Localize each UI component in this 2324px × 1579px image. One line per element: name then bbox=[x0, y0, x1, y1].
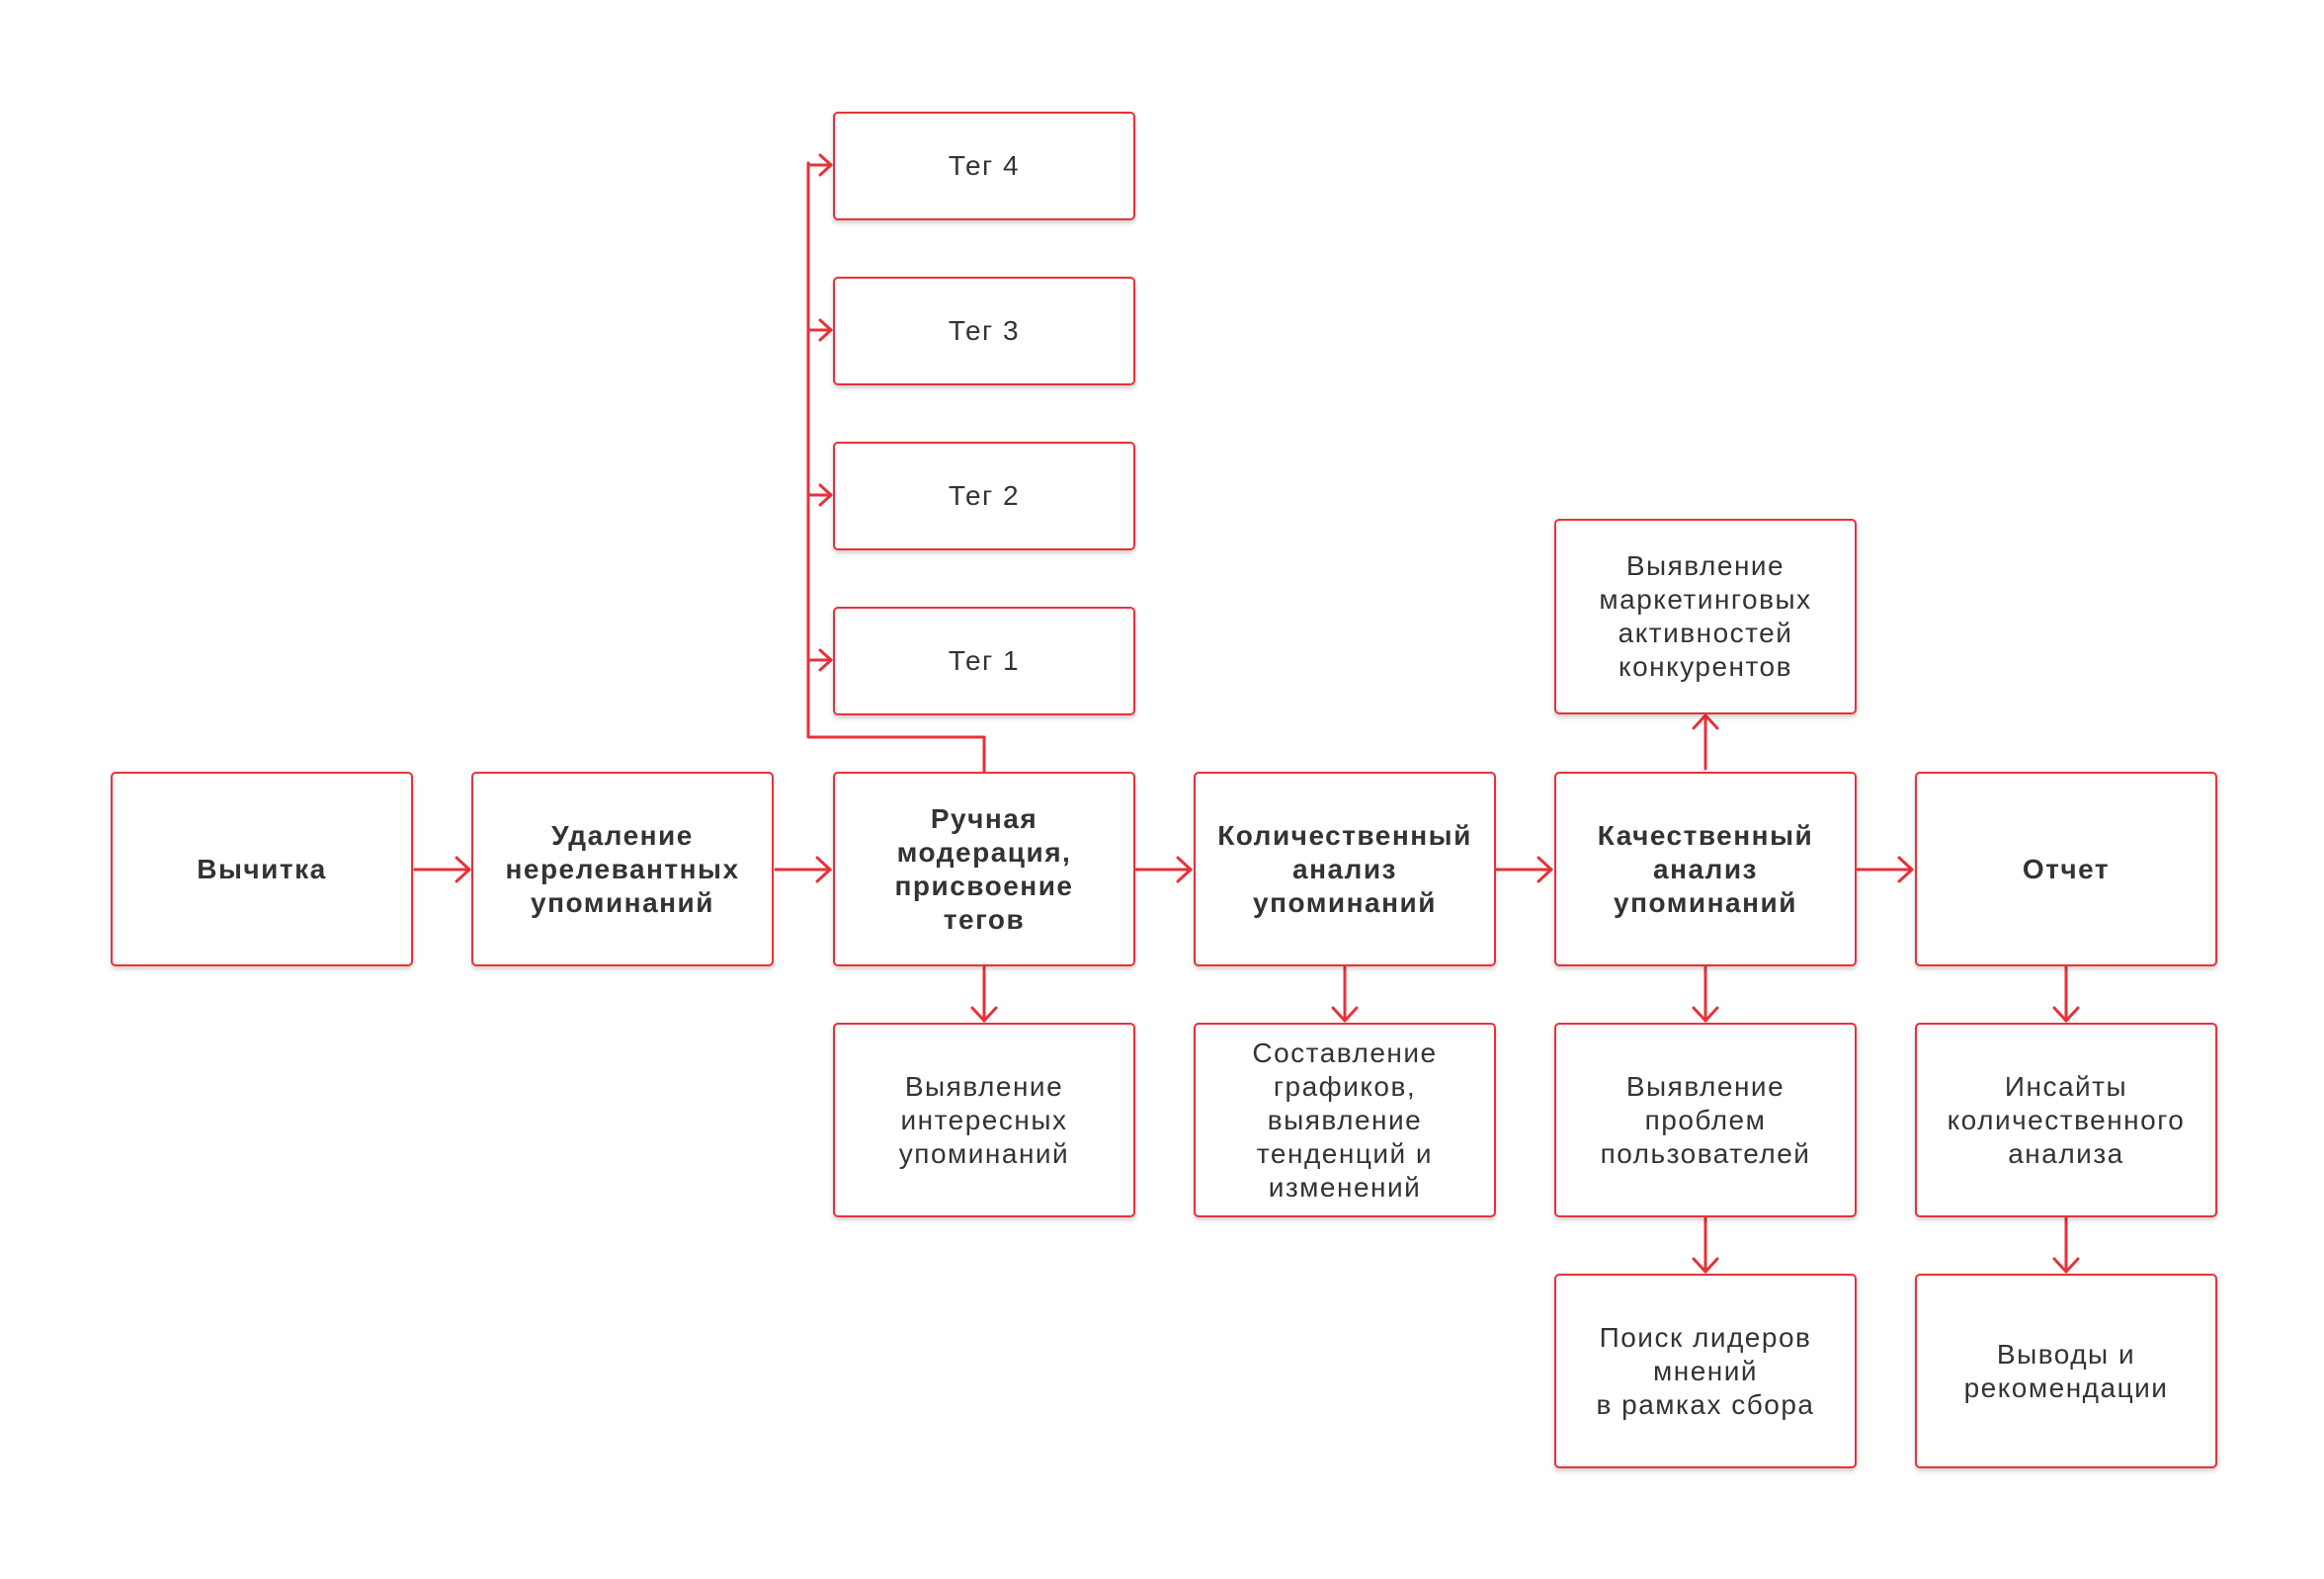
arrow-moderation-to-interesting bbox=[970, 965, 998, 1023]
tag-2-box: Тег 2 bbox=[833, 442, 1135, 550]
arrow-qualitative-to-competitors bbox=[1692, 713, 1719, 771]
arrow-to-tag4 bbox=[806, 153, 833, 177]
arrow-quantitative-to-charts bbox=[1331, 965, 1359, 1023]
tag-3-box: Тег 3 bbox=[833, 277, 1135, 385]
arrow-to-tag2 bbox=[806, 483, 833, 507]
tag-bracket-connector bbox=[806, 161, 986, 774]
arrow-report-to-insights bbox=[2052, 965, 2080, 1023]
conclusions-box: Выводы и рекомендации bbox=[1915, 1274, 2217, 1468]
step-proofreading: Вычитка bbox=[111, 772, 413, 966]
step-remove-irrelevant: Удаление нерелевантных упоминаний bbox=[471, 772, 774, 966]
arrow-problems-to-leaders bbox=[1692, 1216, 1719, 1274]
step-manual-moderation: Ручная модерация, присвоение тегов bbox=[833, 772, 1135, 966]
arrow-remove-to-moderation bbox=[774, 856, 832, 883]
quantitative-insights-box: Инсайты количественного анализа bbox=[1915, 1023, 2217, 1217]
competitors-box: Выявление маркетинговых активностей конк… bbox=[1554, 519, 1857, 714]
step-report: Отчет bbox=[1915, 772, 2217, 966]
arrow-qualitative-to-report bbox=[1856, 856, 1914, 883]
arrow-proofreading-to-remove bbox=[413, 856, 471, 883]
arrow-moderation-to-quantitative bbox=[1134, 856, 1193, 883]
tag-4-box: Тег 4 bbox=[833, 112, 1135, 220]
user-problems-box: Выявление проблем пользователей bbox=[1554, 1023, 1857, 1217]
arrow-to-tag1 bbox=[806, 648, 833, 672]
opinion-leaders-box: Поиск лидеров мнений в рамках сбора bbox=[1554, 1274, 1857, 1468]
arrow-to-tag3 bbox=[806, 318, 833, 342]
arrow-quantitative-to-qualitative bbox=[1495, 856, 1553, 883]
interesting-mentions-box: Выявление интересных упоминаний bbox=[833, 1023, 1135, 1217]
tag-1-box: Тег 1 bbox=[833, 607, 1135, 715]
charts-trends-box: Составление графиков, выявление тенденци… bbox=[1194, 1023, 1496, 1217]
step-quantitative-analysis: Количественный анализ упоминаний bbox=[1194, 772, 1496, 966]
arrow-qualitative-to-problems bbox=[1692, 965, 1719, 1023]
arrow-insights-to-conclusions bbox=[2052, 1216, 2080, 1274]
step-qualitative-analysis: Качественный анализ упоминаний bbox=[1554, 772, 1857, 966]
